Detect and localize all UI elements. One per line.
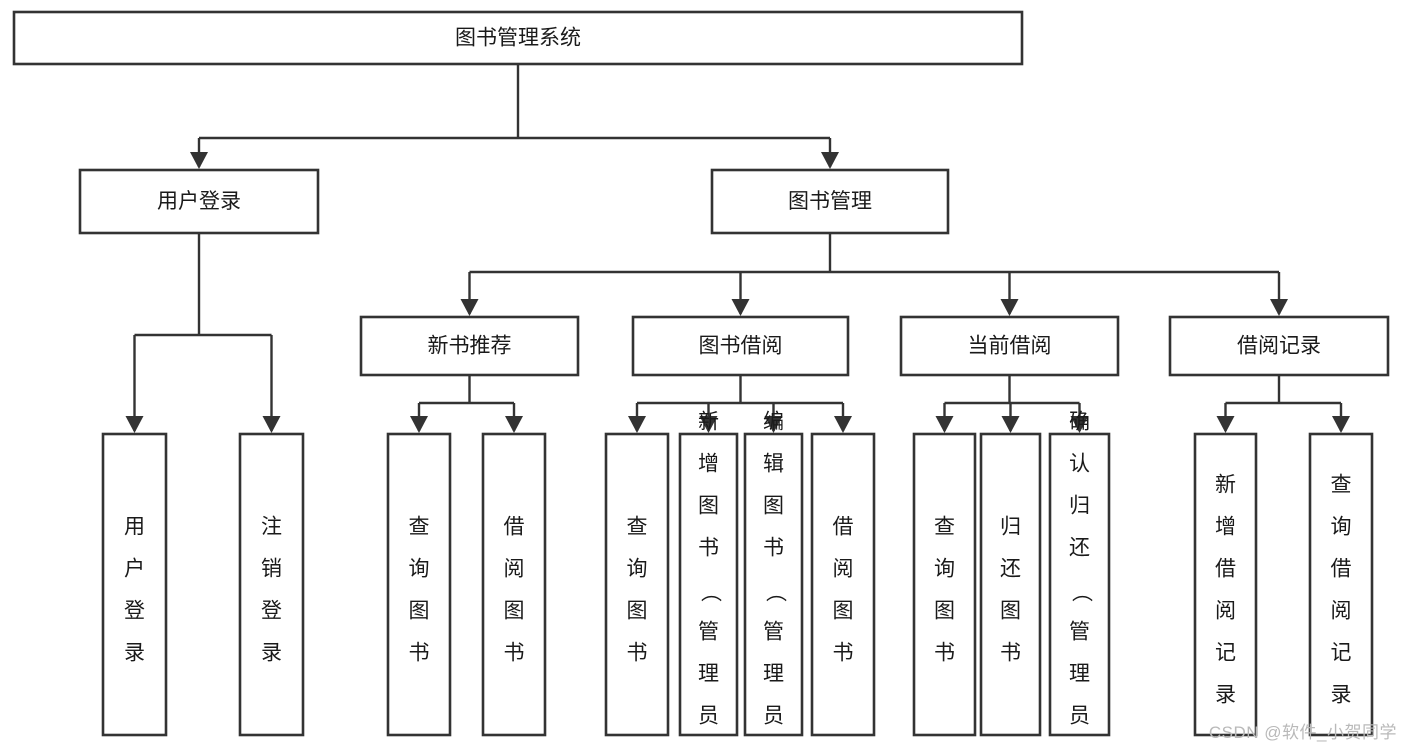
node-label-book-manage: 图书管理 xyxy=(788,190,872,213)
node-box-leaf-user-login xyxy=(101,432,168,737)
node-box-user-login xyxy=(78,168,320,235)
node-label-leaf-borrow-book-rec: 借阅图书 xyxy=(504,515,525,664)
connectors-layer xyxy=(125,64,1350,433)
node-borrow-record[interactable]: 借阅记录 xyxy=(1168,315,1390,377)
node-label-current-borrow: 当前借阅 xyxy=(968,335,1052,358)
vertical-paren-glyph: （ xyxy=(699,581,722,602)
connector-arrowhead xyxy=(1000,299,1019,316)
node-label-leaf-borrow-book-bb: 借阅图书 xyxy=(833,515,854,664)
connector-arrowhead xyxy=(731,299,750,316)
node-leaf-logout[interactable]: 注销登录 xyxy=(238,432,305,737)
node-label-user-login: 用户登录 xyxy=(157,190,241,213)
node-label-leaf-query-book-bb: 查询图书 xyxy=(627,515,648,664)
node-book-manage[interactable]: 图书管理 xyxy=(710,168,950,235)
nodes-layer: 图书管理系统用户登录图书管理新书推荐图书借阅当前借阅借阅记录用户登录注销登录查询… xyxy=(12,10,1390,747)
node-label-book-borrow: 图书借阅 xyxy=(699,335,783,358)
node-label-leaf-confirm-return: 确认归还 管理员 xyxy=(1069,410,1090,747)
node-current-borrow[interactable]: 当前借阅 xyxy=(899,315,1120,377)
node-leaf-query-book-cb[interactable]: 查询图书 xyxy=(912,432,977,737)
connector-arrowhead xyxy=(935,416,954,433)
connector-arrowhead xyxy=(505,416,523,433)
node-label-leaf-edit-book: 编辑图书 管理员 xyxy=(763,410,784,747)
node-label-leaf-logout: 注销登录 xyxy=(261,515,282,664)
node-box-leaf-query-record xyxy=(1308,432,1374,737)
node-book-borrow[interactable]: 图书借阅 xyxy=(631,315,850,377)
connector-arrowhead xyxy=(1332,416,1350,433)
vertical-paren-glyph: （ xyxy=(764,581,787,602)
connector-arrowhead xyxy=(834,416,852,433)
node-user-login[interactable]: 用户登录 xyxy=(78,168,320,235)
node-leaf-query-book-bb[interactable]: 查询图书 xyxy=(604,432,670,737)
node-box-leaf-confirm-return xyxy=(1048,432,1111,737)
node-leaf-confirm-return[interactable]: 确认归还 管理员 （） xyxy=(1048,410,1111,747)
node-box-root xyxy=(12,10,1024,66)
node-leaf-add-record[interactable]: 新增借阅记录 xyxy=(1193,432,1258,737)
node-box-leaf-query-book-rec xyxy=(386,432,452,737)
connector-arrowhead xyxy=(460,299,479,316)
node-label-leaf-user-login: 用户登录 xyxy=(124,515,145,664)
node-label-leaf-return-book: 归还图书 xyxy=(1000,515,1021,664)
node-label-borrow-record: 借阅记录 xyxy=(1237,335,1321,358)
node-box-book-borrow xyxy=(631,315,850,377)
connector-arrowhead xyxy=(628,416,646,433)
node-label-leaf-query-book-cb: 查询图书 xyxy=(934,515,955,664)
connector-arrowhead xyxy=(1270,299,1288,316)
node-box-leaf-return-book xyxy=(979,432,1042,737)
connector-arrowhead xyxy=(821,152,839,169)
node-leaf-query-book-rec[interactable]: 查询图书 xyxy=(386,432,452,737)
connector-arrowhead xyxy=(1070,416,1089,433)
node-box-current-borrow xyxy=(899,315,1120,377)
node-box-leaf-query-book-bb xyxy=(604,432,670,737)
node-leaf-query-record[interactable]: 查询借阅记录 xyxy=(1308,432,1374,737)
node-box-book-manage xyxy=(710,168,950,235)
connector-arrowhead xyxy=(190,152,208,169)
connector-arrowhead xyxy=(125,416,144,433)
vertical-paren-glyph: （ xyxy=(1070,581,1093,602)
node-box-leaf-add-record xyxy=(1193,432,1258,737)
node-box-leaf-add-book xyxy=(678,432,739,737)
node-leaf-user-login[interactable]: 用户登录 xyxy=(101,432,168,737)
node-box-leaf-logout xyxy=(238,432,305,737)
node-box-borrow-record xyxy=(1168,315,1390,377)
node-box-leaf-borrow-book-rec xyxy=(481,432,547,737)
connector-arrowhead xyxy=(699,416,718,433)
node-box-leaf-edit-book xyxy=(743,432,804,737)
node-leaf-borrow-book-bb[interactable]: 借阅图书 xyxy=(810,432,876,737)
node-leaf-borrow-book-rec[interactable]: 借阅图书 xyxy=(481,432,547,737)
node-label-leaf-query-book-rec: 查询图书 xyxy=(409,515,430,664)
node-leaf-return-book[interactable]: 归还图书 xyxy=(979,432,1042,737)
node-label-leaf-add-book: 新增图书 管理员 xyxy=(698,410,719,747)
connector-arrowhead xyxy=(410,416,428,433)
node-label-leaf-query-record: 查询借阅记录 xyxy=(1331,473,1352,706)
node-root[interactable]: 图书管理系统 xyxy=(12,10,1024,66)
node-leaf-edit-book[interactable]: 编辑图书 管理员 （） xyxy=(743,410,804,747)
connector-arrowhead xyxy=(262,416,281,433)
node-new-book-rec[interactable]: 新书推荐 xyxy=(359,315,580,377)
node-box-leaf-borrow-book-bb xyxy=(810,432,876,737)
node-box-leaf-query-book-cb xyxy=(912,432,977,737)
connector-arrowhead xyxy=(1001,416,1020,433)
connector-arrowhead xyxy=(764,416,783,433)
node-label-root: 图书管理系统 xyxy=(455,27,581,50)
connector-arrowhead xyxy=(1216,416,1235,433)
node-label-new-book-rec: 新书推荐 xyxy=(428,335,512,358)
node-label-leaf-add-record: 新增借阅记录 xyxy=(1215,473,1236,706)
node-box-new-book-rec xyxy=(359,315,580,377)
node-leaf-add-book[interactable]: 新增图书 管理员 （） xyxy=(678,410,739,747)
